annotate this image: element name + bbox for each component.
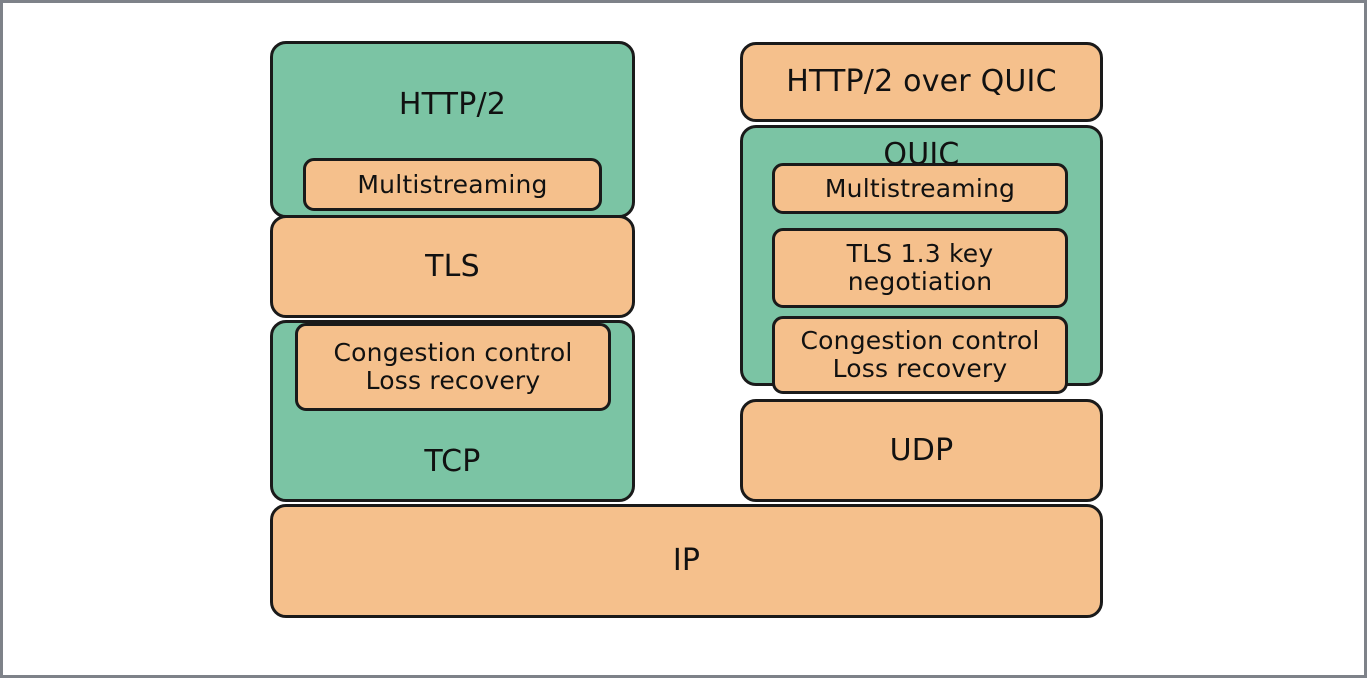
feature-box-multistreaming-http2[interactable]: Multistreaming bbox=[303, 158, 602, 211]
feature-box-multistreaming-quic[interactable]: Multistreaming bbox=[772, 163, 1068, 214]
layer-box-tls[interactable]: TLS bbox=[270, 215, 635, 318]
feature-box-congestion-control-quic[interactable]: Congestion control Loss recovery bbox=[772, 316, 1068, 394]
feature-label-multistreaming-quic: Multistreaming bbox=[824, 173, 1016, 203]
feature-label-congestion-control-tcp: Congestion control Loss recovery bbox=[333, 338, 573, 395]
layer-label-udp: UDP bbox=[889, 432, 954, 468]
feature-label-multistreaming-http2: Multistreaming bbox=[357, 169, 548, 199]
layer-box-udp[interactable]: UDP bbox=[740, 399, 1103, 502]
layer-label-ip: IP bbox=[672, 543, 701, 579]
layer-box-http2-over-quic[interactable]: HTTP/2 over QUIC bbox=[740, 42, 1103, 122]
layer-label-http2: HTTP/2 bbox=[398, 87, 507, 122]
layer-box-ip[interactable]: IP bbox=[270, 504, 1103, 618]
layer-label-tls: TLS bbox=[425, 248, 480, 284]
feature-box-congestion-control-tcp[interactable]: Congestion control Loss recovery bbox=[295, 323, 611, 411]
feature-label-congestion-control-quic: Congestion control Loss recovery bbox=[800, 326, 1040, 383]
layer-label-http2-over-quic: HTTP/2 over QUIC bbox=[786, 64, 1057, 100]
feature-box-tls13-key-negotiation[interactable]: TLS 1.3 key negotiation bbox=[772, 228, 1068, 308]
layer-label-tcp: TCP bbox=[424, 444, 481, 479]
feature-label-tls13-key-negotiation: TLS 1.3 key negotiation bbox=[846, 239, 994, 296]
